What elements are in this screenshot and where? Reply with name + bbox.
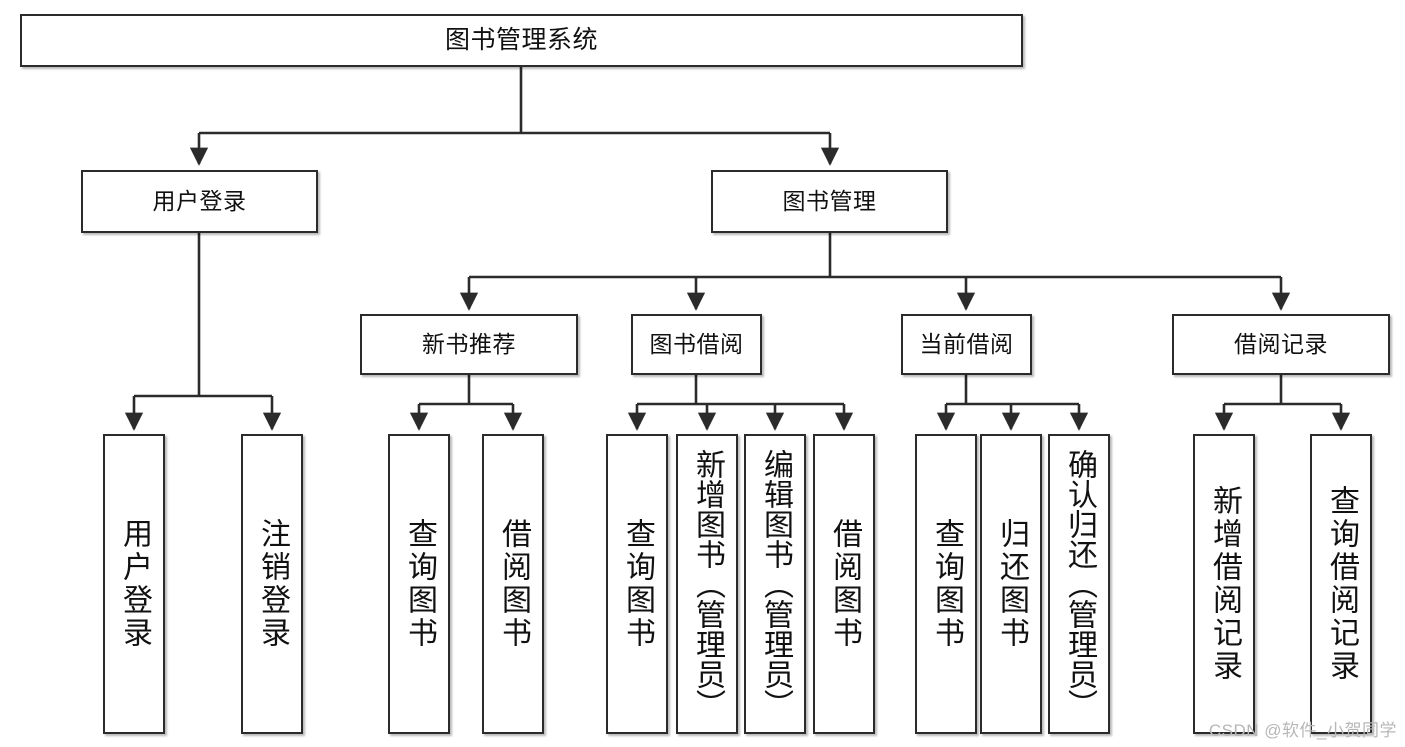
leaf-query-record-label: 查询借阅记录: [1325, 485, 1358, 683]
node-user-login[interactable]: 用户登录: [81, 170, 318, 233]
node-book-borrow-label: 图书借阅: [649, 330, 744, 357]
leaf-query-book-3-label: 查询图书: [930, 518, 963, 650]
leaf-edit-book-label: 编辑图书（管理员）: [759, 449, 792, 719]
leaf-logout-label: 注销登录: [256, 518, 289, 650]
node-new-book-recommend[interactable]: 新书推荐: [360, 314, 578, 375]
node-current-borrow[interactable]: 当前借阅: [901, 314, 1032, 375]
leaf-add-book-label: 新增图书（管理员）: [691, 449, 724, 719]
leaf-add-record[interactable]: 新增借阅记录: [1193, 434, 1255, 734]
node-book-manage[interactable]: 图书管理: [711, 170, 948, 233]
leaf-query-book-1-label: 查询图书: [403, 518, 436, 650]
leaf-user-login-label: 用户登录: [118, 518, 151, 650]
leaf-logout[interactable]: 注销登录: [241, 434, 303, 734]
leaf-query-book-3[interactable]: 查询图书: [915, 434, 977, 734]
node-borrow-record-label: 借阅记录: [1234, 330, 1328, 357]
leaf-edit-book[interactable]: 编辑图书（管理员）: [744, 434, 806, 734]
node-root[interactable]: 图书管理系统: [20, 14, 1023, 67]
leaf-add-record-label: 新增借阅记录: [1208, 485, 1241, 683]
leaf-query-book-2-label: 查询图书: [621, 518, 654, 650]
csdn-watermark: CSDN @软件_小贺同学: [1208, 721, 1397, 740]
node-book-manage-label: 图书管理: [782, 187, 877, 214]
leaf-add-book[interactable]: 新增图书（管理员）: [676, 434, 738, 734]
node-book-borrow[interactable]: 图书借阅: [631, 314, 762, 375]
leaf-query-book-1[interactable]: 查询图书: [388, 434, 450, 734]
leaf-borrow-book-2[interactable]: 借阅图书: [813, 434, 875, 734]
leaf-borrow-book-1[interactable]: 借阅图书: [482, 434, 544, 734]
leaf-query-record[interactable]: 查询借阅记录: [1310, 434, 1372, 734]
leaf-confirm-return-label: 确认归还（管理员）: [1063, 449, 1096, 719]
node-user-login-label: 用户登录: [152, 187, 247, 214]
leaf-confirm-return[interactable]: 确认归还（管理员）: [1048, 434, 1110, 734]
leaf-user-login[interactable]: 用户登录: [103, 434, 165, 734]
node-new-book-recommend-label: 新书推荐: [422, 330, 516, 357]
leaf-query-book-2[interactable]: 查询图书: [606, 434, 668, 734]
leaf-borrow-book-2-label: 借阅图书: [828, 518, 861, 650]
node-root-label: 图书管理系统: [444, 25, 598, 54]
leaf-return-book[interactable]: 归还图书: [980, 434, 1042, 734]
node-current-borrow-label: 当前借阅: [919, 330, 1014, 357]
node-borrow-record[interactable]: 借阅记录: [1172, 314, 1390, 375]
leaf-return-book-label: 归还图书: [995, 518, 1028, 650]
leaf-borrow-book-1-label: 借阅图书: [497, 518, 530, 650]
